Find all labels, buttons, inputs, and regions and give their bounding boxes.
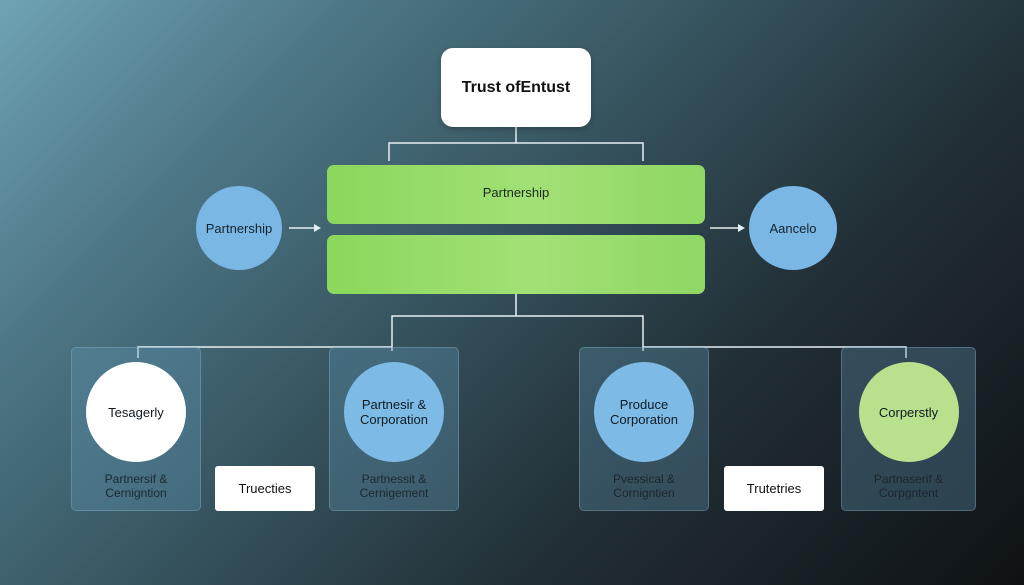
panel-caption: Partnersif & Cernigntion — [104, 472, 168, 500]
panel-corperstly: Corperstly Partnaserif & Corpgntent — [841, 347, 976, 511]
panel-circle-green: Corperstly — [858, 362, 959, 462]
left-partnership-circle: Partnership — [196, 186, 282, 270]
panel-circle-white: Tesagerly — [86, 362, 186, 462]
truecties-label: Truecties — [238, 481, 292, 496]
panel-produce-corporation: Produce Corporation Pvessical & Cornignt… — [579, 347, 709, 511]
panel-circle-blue: Produce Corporation — [594, 362, 694, 462]
panel-caption: Partnessit & Cernigement — [359, 472, 429, 500]
trutetries-label: Trutetries — [746, 481, 802, 496]
arrow-right-head — [738, 224, 745, 232]
top-title: Trust ofEntust — [461, 78, 571, 96]
panel-caption: Pvessical & Cornigntien — [612, 472, 676, 500]
right-aancelo-circle: Aancelo — [749, 186, 837, 270]
trutetries-box: Trutetries — [724, 466, 824, 511]
partnership-bar: Partnership — [327, 165, 705, 224]
connector-bar-to-panels-center — [391, 294, 644, 351]
panel-partnesir-corporation: Partnesir & Corporation Partnessit & Cer… — [329, 347, 459, 511]
top-title-box: Trust ofEntust — [441, 48, 591, 127]
left-circle-label: Partnership — [205, 220, 273, 236]
truecties-box: Truecties — [215, 466, 315, 511]
panel-circle-label: Partnesir & Corporation — [360, 397, 428, 427]
panel-circle-label: Produce Corporation — [610, 397, 678, 427]
connector-to-outer-panels — [137, 346, 907, 358]
panel-circle-blue: Partnesir & Corporation — [344, 362, 444, 462]
arrow-left-head — [314, 224, 321, 232]
connector-top-to-bar — [388, 127, 644, 161]
right-circle-label: Aancelo — [769, 220, 817, 236]
panel-tesagerly: Tesagerly Partnersif & Cernigntion — [71, 347, 201, 511]
panel-caption: Partnaserif & Corpgntent — [873, 472, 944, 500]
secondary-bar — [327, 235, 705, 294]
panel-circle-label: Corperstly — [878, 404, 939, 420]
panel-circle-label: Tesagerly — [108, 404, 164, 420]
partnership-bar-label: Partnership — [482, 185, 550, 200]
